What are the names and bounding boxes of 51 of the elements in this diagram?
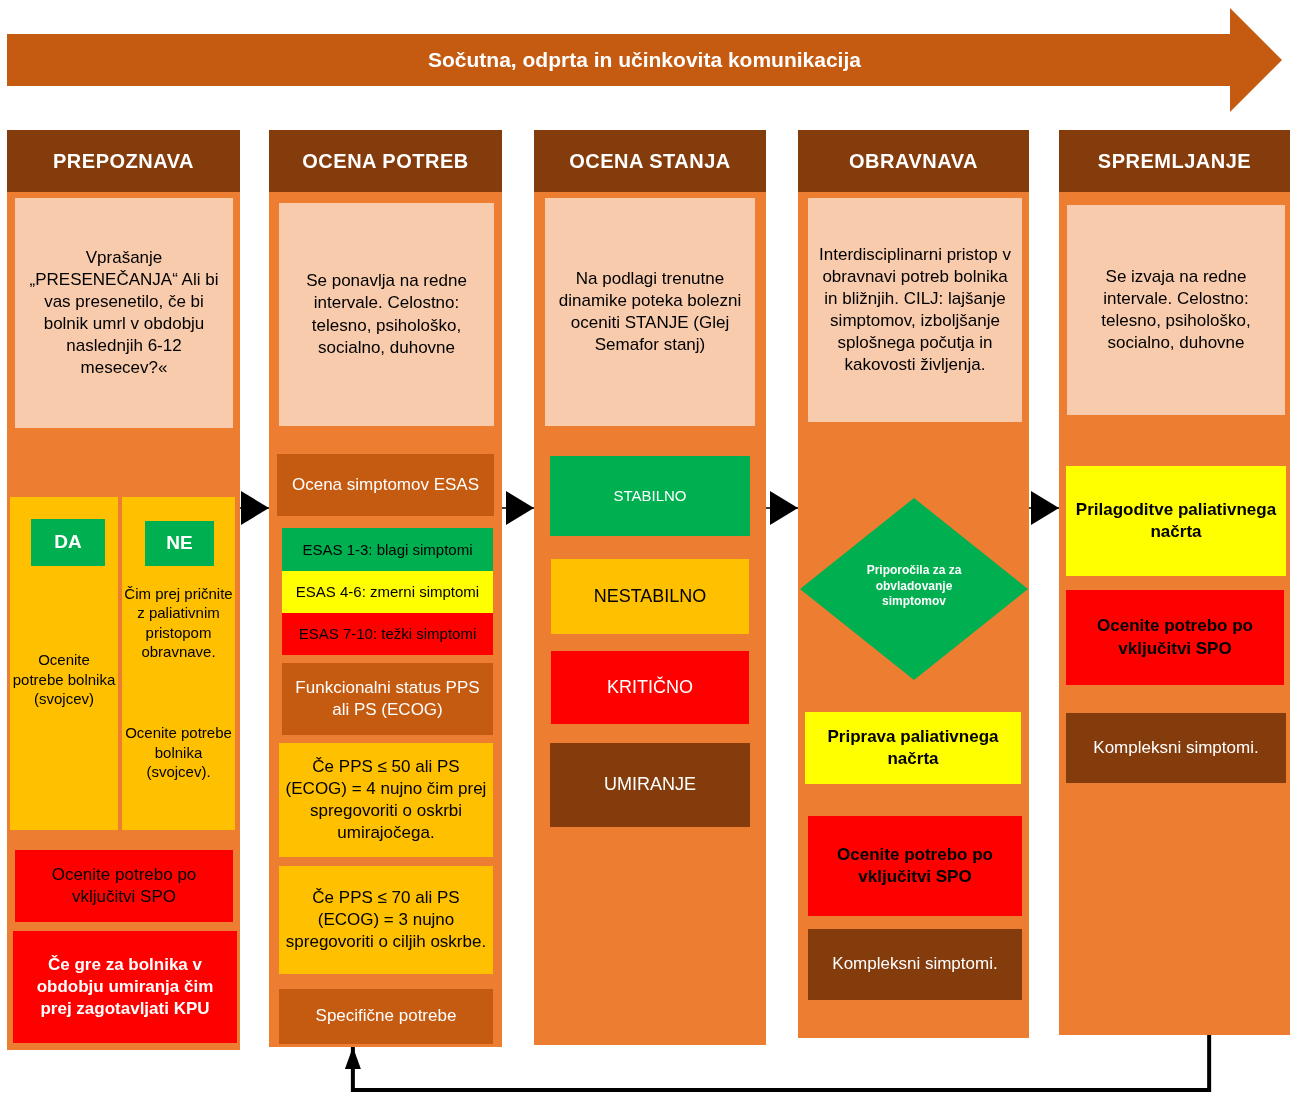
action-box: Če gre za bolnika v obdobju umiranja čim prej zagotavljati KPU: [13, 931, 237, 1043]
state-box: KRITIČNO: [551, 651, 749, 724]
criteria-box: Če PPS ≤ 70 ali PS (ECOG) = 3 nujno spregovoriti o ciljih oskrbe.: [279, 866, 493, 974]
scale-row: ESAS 1-3: blagi simptomi: [282, 528, 493, 571]
column-heading: PREPOZNAVA: [52, 148, 195, 174]
scale-row: ESAS 4-6: zmerni simptomi: [282, 571, 493, 613]
note-box: Se izvaja na redne intervale. Celostno: telesno, psihološko, socialno, duhovne: [1067, 205, 1285, 415]
state-box: STABILNO: [550, 456, 750, 536]
feedback-arrow: [344, 1035, 1212, 1092]
arrow: [501, 491, 535, 525]
note-box: Interdisciplinarni pristop v obravnavi potreb bolnika in bližnjih. CILJ: lajšanje simptomov, izboljšanje splošnega počutja in kakovosti življenja.: [808, 198, 1022, 422]
state-box: UMIRANJE: [550, 743, 750, 827]
criteria-box: Če PPS ≤ 50 ali PS (ECOG) = 4 nujno čim prej spregovoriti o oskrbi umirajočega.: [279, 743, 493, 857]
plan-box: Priprava paliativnega načrta: [805, 712, 1021, 784]
answer-label: NE: [145, 521, 214, 566]
stage-column: [7, 130, 240, 1050]
action-box: Ocenite potrebo po vključitvi SPO: [1066, 590, 1284, 685]
option-panel: [10, 497, 118, 830]
action-box: Ocenite potrebo po vključitvi SPO: [808, 816, 1022, 916]
arrow: [765, 491, 799, 525]
banner-arrow: [7, 8, 1282, 112]
decision-text: Priporočila za za obvladovanje simptomov: [865, 563, 963, 610]
stage-column: [534, 130, 766, 1045]
stage-column: [798, 130, 1029, 1038]
option-panel: [122, 497, 235, 830]
note-box: Vprašanje „PRESENEČANJA“ Ali bi vas presenetilo, če bi bolnik umrl v obdobju naslednjih 6-12 mesecev?«: [15, 198, 233, 428]
symptom-box: Kompleksni simptomi.: [808, 929, 1022, 1000]
column-heading: OBRAVNAVA: [848, 148, 979, 174]
panel-text: Ocenite potrebe bolnika (svojcev): [11, 650, 117, 709]
symptom-box: Kompleksni simptomi.: [1066, 713, 1286, 783]
column-heading: SPREMLJANJE: [1096, 148, 1253, 174]
action-box: Ocenite potrebo po vključitvi SPO: [15, 850, 233, 922]
banner-text: Sočutna, odprta in učinkovita komunikacija: [427, 47, 862, 73]
answer-label: DA: [31, 519, 105, 566]
section-box: Ocena simptomov ESAS: [277, 454, 494, 516]
stage-column: [269, 130, 502, 1047]
note-box: Se ponavlja na redne intervale. Celostno: telesno, psihološko, socialno, duhovne: [279, 203, 494, 426]
scale-row: ESAS 7-10: težki simptomi: [282, 613, 493, 655]
state-box: NESTABILNO: [551, 559, 749, 634]
note-box: Na podlagi trenutne dinamike poteka bolezni oceniti STANJE (Glej Semafor stanj): [545, 198, 755, 426]
decision-diamond: [800, 498, 1028, 680]
panel-text: Ocenite potrebe bolnika (svojcev).: [124, 723, 233, 782]
stage-column: [1059, 130, 1290, 1035]
arrow: [1028, 491, 1060, 525]
panel-text: Čim prej pričnite z paliativnim pristopom obravnave.: [123, 583, 234, 662]
column-heading: OCENA STANJA: [568, 148, 732, 174]
section-box: Specifične potrebe: [279, 989, 493, 1044]
arrow: [239, 491, 270, 525]
section-box: Funkcionalni status PPS ali PS (ECOG): [282, 663, 493, 735]
plan-box: Prilagoditve paliativnega načrta: [1066, 466, 1286, 576]
column-heading: OCENA POTREB: [301, 148, 470, 174]
